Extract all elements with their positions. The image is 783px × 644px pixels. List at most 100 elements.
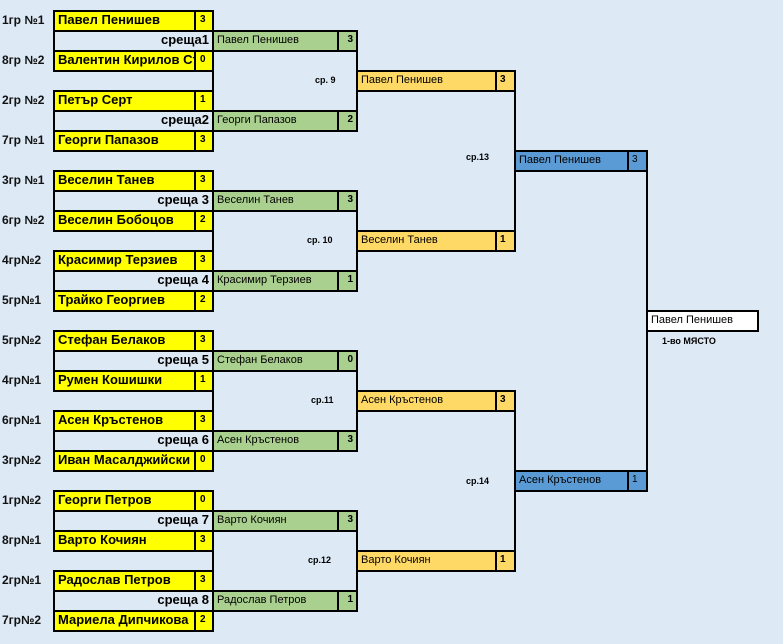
player-name[interactable]: Трайко Георгиев	[53, 290, 196, 312]
player-score[interactable]: 2	[194, 610, 214, 632]
match-label: ср.13	[466, 152, 490, 162]
player-name[interactable]: Красимир Терзиев	[53, 250, 196, 272]
bracket-line	[53, 270, 55, 292]
seed-label: 7гр№2	[2, 613, 42, 627]
bracket-line	[53, 430, 55, 452]
round2-name[interactable]: Асен Кръстенов	[356, 390, 497, 412]
winner-name[interactable]: Радослав Петров	[212, 590, 339, 612]
player-name[interactable]: Петър Серт	[53, 90, 196, 112]
meeting-label: среща 8	[157, 592, 209, 607]
winner-score[interactable]: 0	[337, 350, 358, 372]
meeting-label: среща 7	[157, 512, 209, 527]
player-score[interactable]: 0	[194, 50, 214, 72]
bracket-line	[53, 590, 55, 612]
winner-score[interactable]: 1	[337, 590, 358, 612]
winner-name[interactable]: Веселин Танев	[212, 190, 339, 212]
round3-score[interactable]: 3	[627, 150, 648, 172]
winner-name[interactable]: Стефан Белаков	[212, 350, 339, 372]
bracket-line	[53, 350, 55, 372]
player-score[interactable]: 3	[194, 530, 214, 552]
round2-score[interactable]: 3	[495, 390, 516, 412]
player-score[interactable]: 2	[194, 210, 214, 232]
round2-score[interactable]: 1	[495, 550, 516, 572]
meeting-label: среща 4	[157, 272, 209, 287]
player-score[interactable]: 2	[194, 290, 214, 312]
meeting-label: среща 3	[157, 192, 209, 207]
winner-score[interactable]: 3	[337, 30, 358, 52]
round2-name[interactable]: Павел Пенишев	[356, 70, 497, 92]
final-winner-name[interactable]: Павел Пенишев	[646, 310, 759, 332]
winner-score[interactable]: 3	[337, 190, 358, 212]
player-name[interactable]: Веселин Бобоцов	[53, 210, 196, 232]
player-name[interactable]: Иван Масалджийски	[53, 450, 196, 472]
seed-label: 8гр №2	[2, 53, 45, 67]
winner-name[interactable]: Павел Пенишев	[212, 30, 339, 52]
player-score[interactable]: 3	[194, 570, 214, 592]
round2-name[interactable]: Варто Кочиян	[356, 550, 497, 572]
round3-name[interactable]: Павел Пенишев	[514, 150, 629, 172]
player-name[interactable]: Веселин Танев	[53, 170, 196, 192]
player-name[interactable]: Мариела Дипчикова	[53, 610, 196, 632]
player-score[interactable]: 3	[194, 170, 214, 192]
seed-label: 1гр№2	[2, 493, 42, 507]
player-name[interactable]: Валентин Кирилов Ст	[53, 50, 196, 72]
bracket-line	[53, 110, 55, 132]
player-score[interactable]: 1	[194, 370, 214, 392]
winner-score[interactable]: 1	[337, 270, 358, 292]
seed-label: 4гр№1	[2, 373, 42, 387]
player-name[interactable]: Румен Кошишки	[53, 370, 196, 392]
round2-name[interactable]: Веселин Танев	[356, 230, 497, 252]
match-label: ср.14	[466, 476, 490, 486]
bracket-line	[53, 190, 55, 212]
match-label: ср.11	[311, 395, 334, 405]
round2-score[interactable]: 1	[495, 230, 516, 252]
bracket-line	[212, 350, 214, 432]
player-score[interactable]: 3	[194, 130, 214, 152]
player-score[interactable]: 3	[194, 410, 214, 432]
player-score[interactable]: 0	[194, 490, 214, 512]
player-name[interactable]: Радослав Петров	[53, 570, 196, 592]
winner-name[interactable]: Красимир Терзиев	[212, 270, 339, 292]
seed-label: 6гр №2	[2, 213, 45, 227]
player-name[interactable]: Павел Пенишев	[53, 10, 196, 32]
bracket-line	[53, 30, 55, 52]
meeting-label: среща 5	[157, 352, 209, 367]
winner-score[interactable]: 3	[337, 510, 358, 532]
seed-label: 3гр №1	[2, 173, 45, 187]
round3-name[interactable]: Асен Кръстенов	[514, 470, 629, 492]
meeting-label: среща1	[161, 32, 209, 47]
seed-label: 4гр№2	[2, 253, 42, 267]
bracket-line	[212, 30, 214, 112]
seed-label: 3гр№2	[2, 453, 42, 467]
player-score[interactable]: 0	[194, 450, 214, 472]
meeting-label: среща 6	[157, 432, 209, 447]
winner-score[interactable]: 3	[337, 430, 358, 452]
player-name[interactable]: Варто Кочиян	[53, 530, 196, 552]
winner-score[interactable]: 2	[337, 110, 358, 132]
bracket-line	[53, 510, 55, 532]
bracket-line	[212, 510, 214, 592]
seed-label: 2гр№1	[2, 573, 42, 587]
player-score[interactable]: 1	[194, 90, 214, 112]
seed-label: 5гр№1	[2, 293, 42, 307]
match-label: ср.12	[308, 555, 332, 565]
seed-label: 6гр№1	[2, 413, 42, 427]
final-place-label: 1-во МЯСТО	[662, 336, 716, 346]
winner-name[interactable]: Асен Кръстенов	[212, 430, 339, 452]
player-score[interactable]: 3	[194, 250, 214, 272]
bracket-line	[212, 190, 214, 272]
player-score[interactable]: 3	[194, 10, 214, 32]
round3-score[interactable]: 1	[627, 470, 648, 492]
match-label: ср. 9	[315, 75, 336, 85]
player-name[interactable]: Георги Папазов	[53, 130, 196, 152]
player-score[interactable]: 3	[194, 330, 214, 352]
player-name[interactable]: Стефан Белаков	[53, 330, 196, 352]
round2-score[interactable]: 3	[495, 70, 516, 92]
player-name[interactable]: Асен Кръстенов	[53, 410, 196, 432]
winner-name[interactable]: Варто Кочиян	[212, 510, 339, 532]
winner-name[interactable]: Георги Папазов	[212, 110, 339, 132]
seed-label: 7гр №1	[2, 133, 45, 147]
seed-label: 1гр №1	[2, 13, 45, 27]
player-name[interactable]: Георги Петров	[53, 490, 196, 512]
